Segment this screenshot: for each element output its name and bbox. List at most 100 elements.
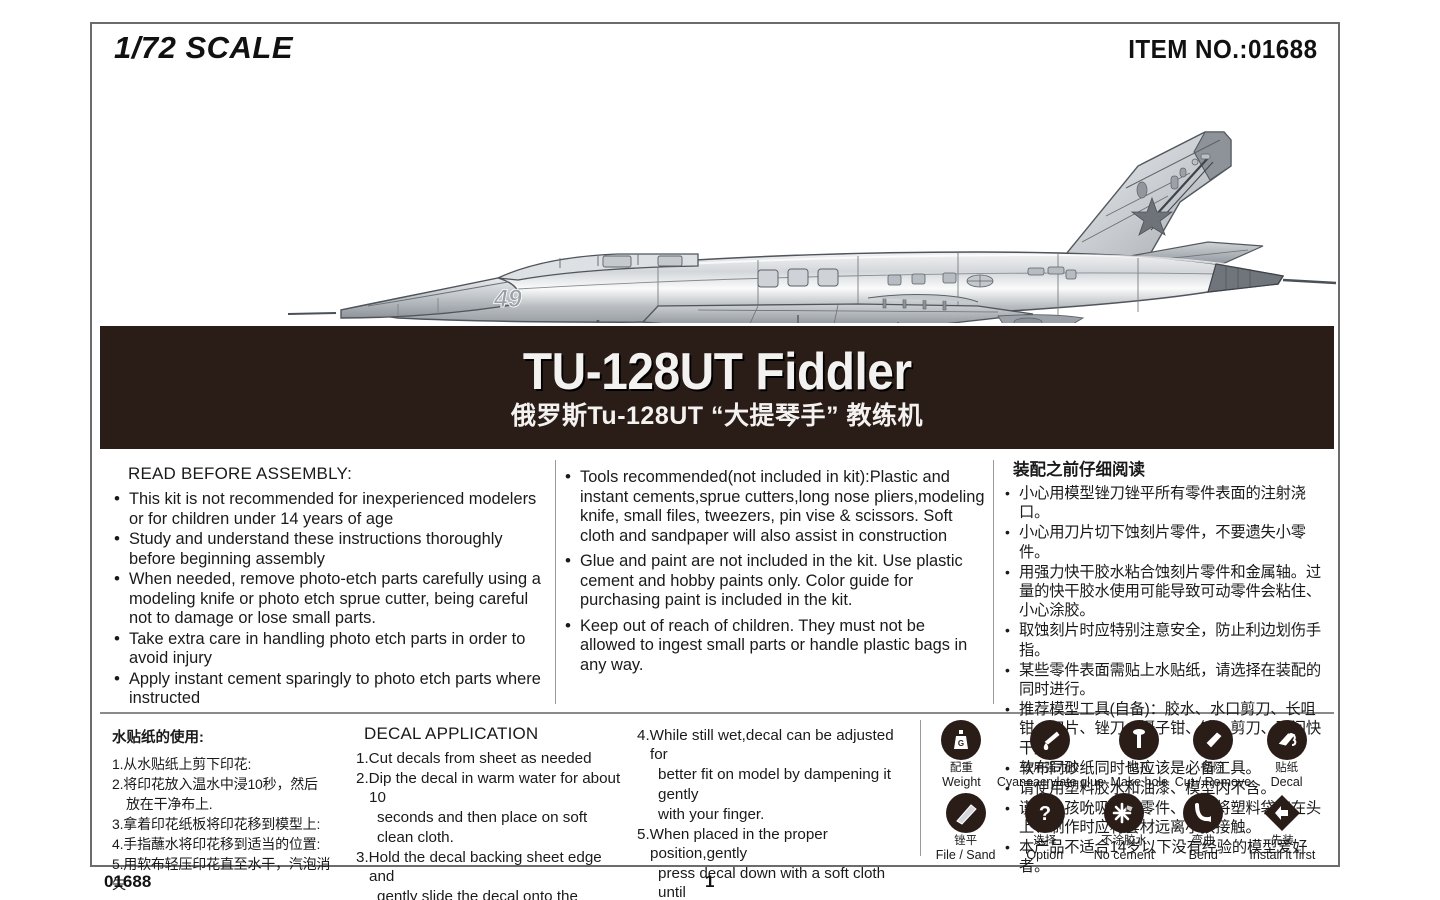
footer-page-number: 1 (705, 872, 715, 891)
decal-step: 1.Cut decals from sheet as needed (356, 750, 592, 767)
legend-label-en: Install it first (1249, 848, 1316, 862)
list-item: This kit is not recommended for inexperi… (112, 489, 547, 529)
english-left-list: This kit is not recommended for inexperi… (112, 489, 547, 709)
no-cement-icon (1104, 793, 1144, 833)
instructions-english-right: Tools recommended(not included in kit):P… (555, 452, 993, 712)
list-item: 软布同砂纸同时也应该是必备工具。 (1005, 759, 1328, 779)
legend-label-en: Option (1026, 848, 1064, 862)
list-item: Apply instant cement sparingly to photo … (112, 669, 547, 709)
decal-step: gently slide the decal onto the model in… (377, 887, 578, 900)
aircraft-illustration: 49 (98, 70, 1336, 323)
list-item: 本产品不适合14岁以下没有经验的模型爱好者。 (1005, 838, 1328, 877)
bend-icon (1183, 793, 1224, 833)
list-item: Glue and paint are not included in the k… (563, 551, 985, 611)
instructions-chinese: 装配之前仔细阅读 小心用模型锉刀锉平所有零件表面的注射浇口。 小心用刀片切下蚀刻… (993, 452, 1334, 875)
legend-label-en: No cement (1093, 848, 1155, 862)
decal-chinese-step: 5.用软布轻压印花直至水干，汽泡消失 (112, 856, 331, 892)
decal-step: press decal down with a soft cloth until (658, 864, 886, 900)
decal-step: 5.When placed in the proper position,gen… (637, 825, 828, 862)
weight-icon: G (941, 720, 982, 760)
legend-label-cn: 锉平 (954, 835, 978, 847)
list-item: 某些零件表面需贴上水贴纸，请选择在装配的同时进行。 (1005, 661, 1328, 700)
banner-subtitle: 俄罗斯Tu-128UT “大提琴手” 教练机 (511, 402, 923, 430)
banner-title: TU-128UT Fiddler (522, 343, 912, 401)
legend-label-cn: 贴纸 (1275, 762, 1299, 774)
decal-chinese-step: 4.手指蘸水将印花移到适当的位置: (112, 836, 321, 852)
scale-label: 1/72 SCALE (114, 30, 294, 65)
decal-chinese-step: 1.从水贴纸上剪下印花: (112, 756, 252, 772)
item-number-label: ITEM NO.:01688 (1128, 34, 1318, 64)
decal-chinese-column: 水贴纸的使用: 1.从水贴纸上剪下印花: 2.将印花放入温水中浸10秒，然后 放… (100, 716, 348, 892)
list-item: 请使用塑料胶水和油漆、模型内不含。 (1005, 779, 1328, 799)
vertical-tail (1051, 131, 1232, 271)
decal-chinese-heading: 水贴纸的使用: (112, 730, 204, 746)
svg-text:G: G (958, 739, 964, 748)
cut-remove-icon (1192, 720, 1233, 760)
read-before-assembly-heading: READ BEFORE ASSEMBLY: (128, 464, 353, 483)
instructions-english-left: READ BEFORE ASSEMBLY: This kit is not re… (100, 452, 555, 712)
symbol-row-2: 锉平 File / Sand ? 选择 Option (926, 793, 1322, 862)
cyanoacrylate-glue-icon (1030, 720, 1071, 760)
legend-item-decal: 贴纸 Decal (1251, 720, 1322, 789)
decal-english-column-left: DECAL APPLICATION 1.Cut decals from shee… (348, 716, 629, 900)
decal-step: better fit on model by dampening it gent… (658, 766, 892, 803)
underwing-missiles (797, 315, 899, 323)
legend-label-en: Bend (1188, 848, 1218, 862)
svg-text:?: ? (1039, 803, 1051, 825)
decal-step: 4.While still wet,decal can be adjusted … (637, 727, 894, 764)
legend-item-weight: G 配重 Weight (926, 720, 997, 789)
symbol-row-1: G 配重 Weight (926, 720, 1322, 789)
sheet-header: 1/72 SCALE ITEM NO.:01688 (92, 24, 1338, 74)
title-banner: TU-128UT Fiddler 俄罗斯Tu-128UT “大提琴手” 教练机 (100, 326, 1334, 449)
symbol-legend: G 配重 Weight (920, 716, 1326, 866)
legend-label-en: File / Sand (935, 848, 996, 862)
legend-item-option: ? 选择 Option (1005, 793, 1084, 862)
legend-label-cn: 配重 (949, 762, 973, 774)
legend-item-cut-remove: 切除 Cut / Remove (1175, 720, 1251, 789)
list-item: 取蚀刻片时应特别注意安全，防止利边划伤手指。 (1005, 621, 1328, 660)
legend-label-cn: 钻孔 (1127, 762, 1151, 774)
list-item: 小心用刀片切下蚀刻片零件，不要遗失小零件。 (1005, 523, 1328, 562)
list-item: Take extra care in handling photo etch p… (112, 629, 547, 669)
list-item: When needed, remove photo-etch parts car… (112, 569, 547, 629)
legend-item-bend: 弯曲 Bend (1164, 793, 1243, 862)
decal-english-column-right: 4.While still wet,decal can be adjusted … (629, 716, 920, 900)
red-star-marking (1130, 196, 1174, 236)
instructions-section: READ BEFORE ASSEMBLY: This kit is not re… (100, 452, 1334, 875)
decal-icon (1266, 720, 1307, 760)
english-right-list: Tools recommended(not included in kit):P… (563, 467, 985, 676)
sheet-frame: 1/72 SCALE ITEM NO.:01688 (90, 22, 1340, 900)
legend-label-en: Decal (1270, 775, 1303, 789)
ventral-detail (997, 314, 1085, 323)
list-item: Keep out of reach of children. They must… (563, 616, 985, 676)
legend-item-install-first: 先装 Install it first (1243, 793, 1322, 862)
legend-label-cn: 弯曲 (1191, 835, 1215, 847)
file-sand-icon (945, 793, 986, 833)
legend-label-cn: 不涂胶水 (1101, 835, 1147, 847)
list-item: 小心用模型锉刀锉平所有零件表面的注射浇口。 (1005, 484, 1328, 523)
decal-step: with your finger. (658, 805, 765, 823)
decal-chinese-step: 2.将印花放入温水中浸10秒，然后 (112, 776, 318, 792)
legend-item-make-hole: 钻孔 Make hole (1104, 720, 1175, 789)
nose-number: 49 (493, 285, 522, 313)
decal-chinese-step: 3.拿着印花纸板将印花移到模型上: (112, 816, 321, 832)
list-item: Study and understand these instructions … (112, 529, 547, 569)
main-wing (641, 294, 1034, 323)
legend-item-cyanoacrylate-glue: 使用强力胶 Cyanoacrylate glue (997, 720, 1104, 789)
chinese-list: 小心用模型锉刀锉平所有零件表面的注射浇口。 小心用刀片切下蚀刻片零件，不要遗失小… (1005, 484, 1328, 877)
decal-application-heading: DECAL APPLICATION (364, 724, 539, 743)
sheet-footer: 01688 1 (90, 872, 1340, 898)
footer-item-id: 01688 (104, 872, 152, 891)
legend-label-en: Weight (942, 775, 981, 789)
legend-label-en: Cyanoacrylate glue (996, 775, 1104, 789)
nose-cone (287, 277, 521, 319)
legend-label-cn: 使用强力胶 (1021, 762, 1080, 774)
list-item: Tools recommended(not included in kit):P… (563, 467, 985, 546)
list-item: 用强力快干胶水粘合蚀刻片零件和金属轴。过量的快干胶水使用可能导致可动零件会粘住、… (1005, 563, 1328, 621)
legend-item-file-sand: 锉平 File / Sand (926, 793, 1005, 862)
decal-section: 水贴纸的使用: 1.从水贴纸上剪下印花: 2.将印花放入温水中浸10秒，然后 放… (100, 716, 1334, 900)
make-hole-icon (1119, 720, 1160, 760)
legend-label-cn: 选择 (1033, 835, 1057, 847)
legend-label-en: Cut / Remove (1174, 775, 1252, 789)
